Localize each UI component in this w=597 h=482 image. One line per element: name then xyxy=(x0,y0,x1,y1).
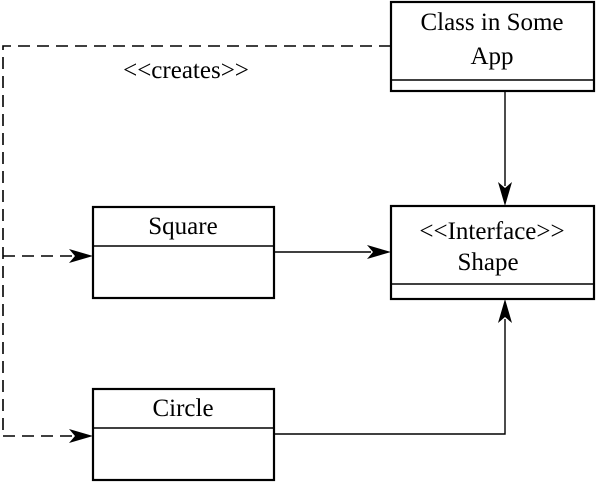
arrowhead-creates-square xyxy=(69,249,93,263)
realization-circle-shape-line xyxy=(274,319,506,435)
dependency-creates: <<creates>> xyxy=(2,45,391,443)
class-square[interactable]: Square xyxy=(91,205,276,300)
class-shape-stereotype: <<Interface>> xyxy=(419,218,564,245)
creates-trunk-line xyxy=(2,45,391,436)
arrowhead-square-shape xyxy=(367,245,391,259)
realization-circle-to-shape xyxy=(274,299,512,435)
class-shape-name: Shape xyxy=(457,249,518,276)
class-client[interactable]: Class in Some App xyxy=(389,0,596,93)
realization-square-to-shape xyxy=(274,245,391,259)
class-square-name: Square xyxy=(148,213,217,240)
class-circle[interactable]: Circle xyxy=(91,387,276,482)
class-square-box xyxy=(91,205,276,300)
class-client-name-line1: Class in Some xyxy=(420,9,563,36)
class-shape-interface[interactable]: <<Interface>> Shape xyxy=(389,204,596,301)
arrowhead-circle-shape xyxy=(498,299,512,323)
class-client-box xyxy=(389,0,596,93)
class-circle-name: Circle xyxy=(152,395,213,422)
arrowhead-creates-circle xyxy=(69,429,93,443)
association-client-to-shape xyxy=(498,91,512,206)
class-client-name-line2: App xyxy=(470,43,513,70)
class-circle-box xyxy=(91,387,276,482)
creates-label: <<creates>> xyxy=(123,57,249,84)
arrowhead-client-shape xyxy=(498,182,512,206)
